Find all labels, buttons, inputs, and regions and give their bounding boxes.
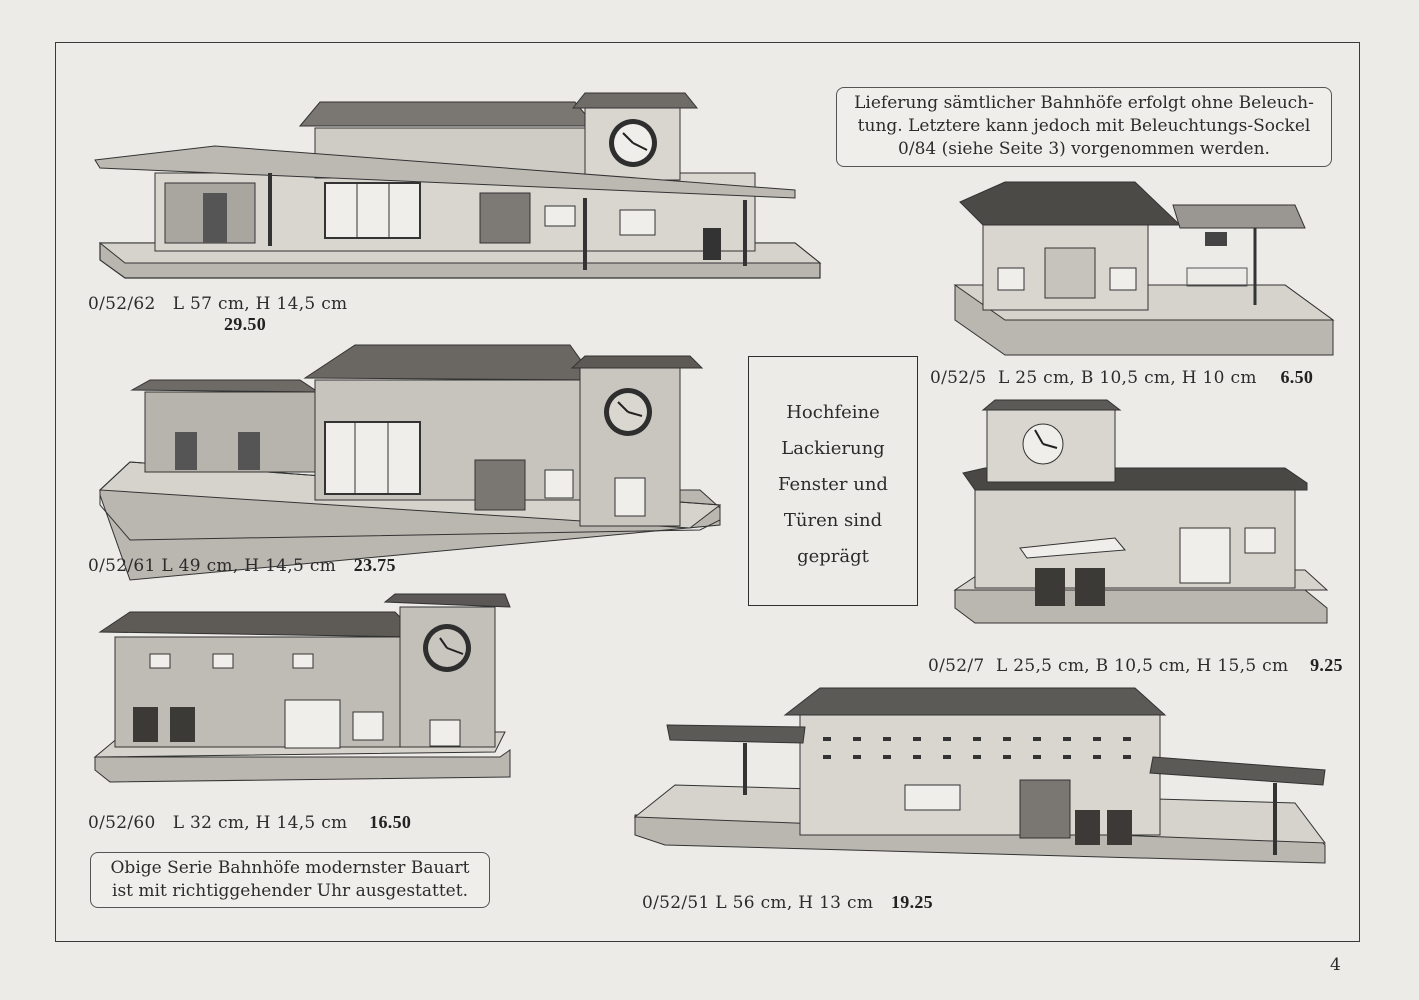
station-0-52-60-image xyxy=(93,593,511,783)
feature-box: Hochfeine Lackierung Fenster und Türen s… xyxy=(748,356,918,606)
caption-0-52-62: 0/52/62 L 57 cm, H 14,5 cm xyxy=(88,294,347,314)
notice-line-3: 0/84 (siehe Seite 3) vorgenommen werden. xyxy=(898,139,1270,159)
series-note-line-1: Obige Serie Bahnhöfe modernster Bauart xyxy=(110,858,470,878)
notice-line-2: tung. Letztere kann jedoch mit Beleuchtu… xyxy=(857,116,1311,136)
station-0-52-61-image xyxy=(98,344,722,581)
station-0-52-5-image xyxy=(953,181,1335,356)
feature-line-2: Lackierung xyxy=(781,438,885,459)
product-dimensions: L 56 cm, H 13 cm xyxy=(715,893,874,913)
caption-0-52-61: 0/52/61 L 49 cm, H 14,5 cm 23.75 xyxy=(88,555,396,576)
caption-0-52-51: 0/52/51 L 56 cm, H 13 cm 19.25 xyxy=(642,892,933,913)
product-dimensions: L 25,5 cm, B 10,5 cm, H 15,5 cm xyxy=(995,656,1289,676)
station-0-52-7-image xyxy=(953,399,1329,624)
caption-0-52-5: 0/52/5 L 25 cm, B 10,5 cm, H 10 cm 6.50 xyxy=(930,367,1313,388)
caption-0-52-7: 0/52/7 L 25,5 cm, B 10,5 cm, H 15,5 cm 9… xyxy=(928,655,1343,676)
station-0-52-51-image xyxy=(633,687,1327,864)
product-code: 0/52/51 xyxy=(642,893,710,913)
product-code: 0/52/61 xyxy=(88,556,156,576)
series-note-line-2: ist mit richtiggehender Uhr ausgestattet… xyxy=(112,881,468,901)
product-price: 16.50 xyxy=(369,812,412,832)
product-dimensions: L 25 cm, B 10,5 cm, H 10 cm xyxy=(997,368,1257,388)
product-price: 6.50 xyxy=(1280,367,1314,387)
feature-line-4: Türen sind xyxy=(783,510,883,531)
page-number: 4 xyxy=(1330,955,1341,975)
clock-series-note: Obige Serie Bahnhöfe modernster Bauart i… xyxy=(90,852,490,908)
product-dimensions: L 49 cm, H 14,5 cm xyxy=(161,556,337,576)
feature-line-3: Fenster und xyxy=(778,474,888,495)
caption-0-52-60: 0/52/60 L 32 cm, H 14,5 cm 16.50 xyxy=(88,812,411,833)
product-price: 23.75 xyxy=(353,555,396,575)
price-0-52-62: 29.50 xyxy=(224,314,266,334)
notice-line-1: Lieferung sämtlicher Bahnhöfe erfolgt oh… xyxy=(854,93,1314,113)
product-code: 0/52/60 xyxy=(88,813,156,833)
product-code: 0/52/5 xyxy=(930,368,987,388)
product-code: 0/52/62 xyxy=(88,294,156,314)
station-0-52-62-image xyxy=(94,92,822,279)
product-price: 19.25 xyxy=(890,892,933,912)
product-code: 0/52/7 xyxy=(928,656,985,676)
product-dimensions: L 57 cm, H 14,5 cm xyxy=(172,294,348,314)
lighting-notice: Lieferung sämtlicher Bahnhöfe erfolgt oh… xyxy=(836,87,1332,167)
feature-line-1: Hochfeine xyxy=(786,402,880,423)
page-frame xyxy=(55,42,1360,942)
feature-line-5: geprägt xyxy=(797,546,869,567)
product-price: 9.25 xyxy=(1310,655,1343,675)
product-dimensions: L 32 cm, H 14,5 cm xyxy=(172,813,348,833)
